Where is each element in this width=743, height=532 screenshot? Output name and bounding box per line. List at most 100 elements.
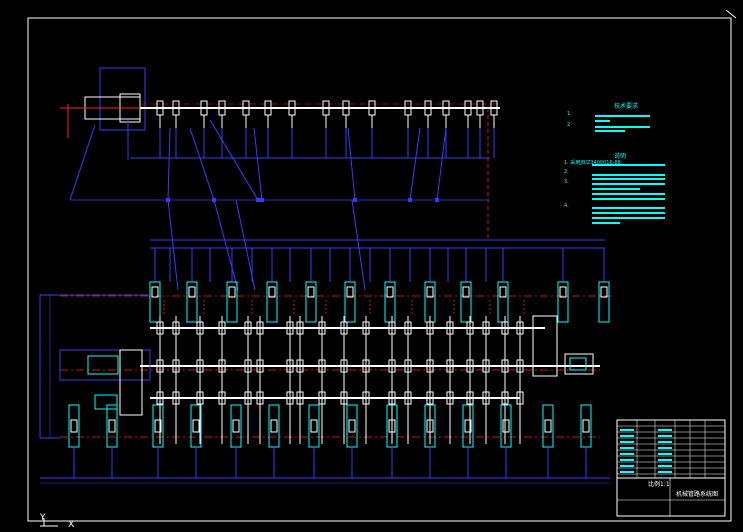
side-view-diag-1: [69, 124, 96, 201]
side-diagonal-leader: [167, 127, 171, 201]
drawing-border-frame: [27, 17, 732, 522]
plan-top-valve-inner: [307, 286, 315, 298]
title-block-scale: 比例1:1: [648, 481, 670, 488]
plan-branch-valve-mid: [446, 359, 454, 373]
ucs-icon: [40, 518, 58, 527]
plan-bottom-valve-row: [68, 404, 592, 478]
plan-branch-valve-mid: [256, 359, 264, 373]
plan-top-valve-inner: [268, 286, 276, 298]
notes-top-line-1: 1: [567, 111, 571, 117]
plan-branch-valve-bot: [501, 391, 509, 405]
plan-branch-valve-mid: [466, 359, 474, 373]
plan-top-valve-row: [149, 248, 610, 323]
title-block: [616, 419, 726, 517]
plan-branch-valve-mid: [172, 359, 180, 373]
side-diagonal-leader: [209, 119, 259, 201]
plan-branch-valve-top: [156, 321, 164, 335]
side-diagonal-leader: [253, 127, 263, 201]
plan-branch-valve-bot: [362, 391, 370, 405]
plan-top-valve-body: [266, 281, 278, 323]
plan-bottom-valve-inner: [502, 419, 510, 433]
plan-right-motor-cyan: [569, 357, 587, 371]
side-leader-marker: [435, 198, 439, 202]
plan-bottom-valve-inner: [544, 419, 552, 433]
plan-branch-valve-mid: [286, 359, 294, 373]
plan-bottom-valve-inner: [270, 419, 278, 433]
side-leader-marker: [408, 198, 412, 202]
title-block-drawing-name: 机械管路系统图: [676, 491, 719, 498]
plan-top-valve-body: [557, 281, 569, 323]
plan-branch-valve-bot: [466, 391, 474, 405]
side-diagonal-leader: [347, 127, 356, 201]
plan-view-group: [39, 247, 615, 484]
plan-top-valve-inner: [386, 286, 394, 298]
plan-branch-valve-mid: [388, 359, 396, 373]
plan-branch-valve-bot: [404, 391, 412, 405]
side-view-diagonals: [166, 119, 447, 291]
plan-diagonal-leader: [167, 199, 179, 291]
notes-bottom-line-1: 1. 采用JB/Z3400016-88: [564, 160, 621, 166]
plan-left-pump-body: [87, 355, 119, 375]
side-view-motor-outline: [99, 67, 146, 131]
plan-branch-valve-mid: [296, 359, 304, 373]
ucs-x-label: X: [68, 520, 75, 530]
plan-branch-valve-bot: [256, 391, 264, 405]
side-diagonal-leader: [436, 127, 447, 201]
notes-top-line-2: 2: [567, 122, 571, 128]
side-view-group: [60, 67, 605, 291]
plan-branch-valve-mid: [501, 359, 509, 373]
plan-right-motor: [564, 353, 594, 375]
plan-branch-valve-mid: [426, 359, 434, 373]
plan-branch-valve-top: [516, 321, 524, 335]
plan-branch-valve-bot: [482, 391, 490, 405]
plan-branch-valve-mid: [340, 359, 348, 373]
plan-top-valve-body: [186, 281, 198, 323]
plan-bottom-valve-inner: [154, 419, 162, 433]
plan-bottom-valve-inner: [310, 419, 318, 433]
border-corner-tick: [725, 9, 737, 19]
plan-top-valve-body: [149, 281, 161, 323]
plan-branch-valve-top: [426, 321, 434, 335]
plan-branch-valve-mid: [156, 359, 164, 373]
plan-bottom-valve-inner: [70, 419, 78, 433]
side-view-valves: [156, 100, 498, 158]
notes-bottom-line-2: 2.: [564, 169, 569, 175]
plan-branch-valve-bot: [516, 391, 524, 405]
plan-blue-verticals: [169, 248, 487, 282]
plan-top-valve-body: [344, 281, 356, 323]
plan-branch-valve-bot: [296, 391, 304, 405]
plan-branch-valve-top: [501, 321, 509, 335]
plan-branch-valve-mid: [362, 359, 370, 373]
side-diagonal-leader: [189, 127, 215, 201]
plan-branch-valve-mid: [404, 359, 412, 373]
plan-bottom-valve-inner: [464, 419, 472, 433]
plan-branch-valve-bot: [318, 391, 326, 405]
plan-branch-valve-top: [244, 321, 252, 335]
plan-branch-valve-top: [172, 321, 180, 335]
plan-branch-valve-top: [318, 321, 326, 335]
plan-branch-valve-bot: [340, 391, 348, 405]
plan-branch-valve-top: [296, 321, 304, 335]
side-diagonal-leader: [409, 127, 421, 201]
plan-top-valve-inner: [228, 286, 236, 298]
plan-branch-valve-top: [340, 321, 348, 335]
plan-branch-valve-bot: [196, 391, 204, 405]
plan-top-valve-body: [305, 281, 317, 323]
plan-branch-valve-top: [446, 321, 454, 335]
plan-branch-valve-mid: [516, 359, 524, 373]
plan-branch-valve-mid: [318, 359, 326, 373]
plan-top-valve-inner: [462, 286, 470, 298]
plan-top-valve-inner: [426, 286, 434, 298]
notes-bottom-line-3: 3.: [564, 179, 569, 185]
plan-left-small-unit: [94, 394, 118, 410]
plan-branch-valve-mid: [244, 359, 252, 373]
plan-branch-valve-bot: [244, 391, 252, 405]
notes-bottom-line-4: 4.: [564, 203, 569, 209]
plan-branch-valve-top: [286, 321, 294, 335]
plan-bottom-valve-inner: [348, 419, 356, 433]
side-leader-marker: [353, 198, 357, 202]
plan-branch-valve-top: [404, 321, 412, 335]
plan-branch-valve-bot: [286, 391, 294, 405]
